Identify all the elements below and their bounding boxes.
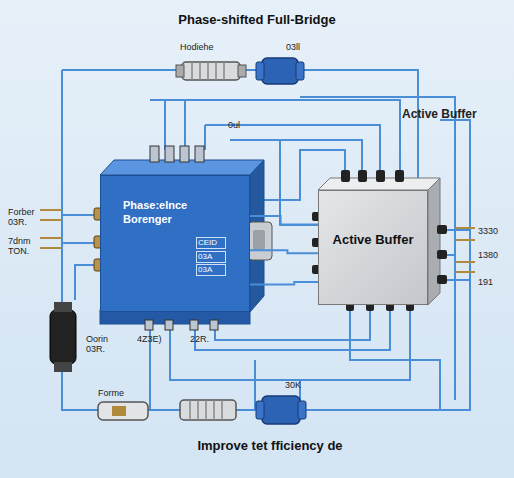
part-label: CEID — [196, 237, 226, 249]
wire-connector — [250, 216, 318, 224]
part-label: 03A — [196, 251, 226, 263]
part-label: 3330 — [478, 226, 512, 236]
fuse-symbol — [98, 402, 148, 420]
module-box: Phase:elnce Borenger — [100, 175, 250, 312]
wire-connector — [250, 282, 318, 285]
part-label: 03ll — [286, 42, 326, 52]
part-label: 1380 — [478, 250, 512, 260]
part-label: 0ul — [228, 120, 268, 130]
diagram-title: Phase-shifted Full-Bridge — [0, 12, 514, 27]
inductor-symbol — [180, 400, 236, 420]
part-label: 4Z3E) — [137, 334, 177, 344]
part-label: Forme — [98, 388, 138, 398]
buffer-box: Active Buffer — [318, 190, 428, 305]
part-label: Forber 03R. — [8, 207, 40, 227]
capacitor-symbol — [256, 58, 304, 84]
buffer-body — [312, 170, 447, 311]
node-text: Phase:elnce Borenger — [123, 198, 213, 226]
inductor-symbol — [50, 302, 76, 372]
part-label: 30K — [285, 380, 315, 390]
diagram-caption: Improve tet fficiency de — [180, 438, 360, 453]
part-label: 7dnm TON. — [8, 236, 40, 256]
part-label: 191 — [478, 277, 512, 287]
wire-connector — [250, 250, 318, 253]
capacitor-symbol — [256, 396, 306, 424]
part-label: Oorin 03R. — [86, 334, 120, 354]
part-label: 22R. — [190, 334, 220, 344]
node-text: Active Buffer — [329, 233, 417, 247]
part-label: Hodiehe — [180, 42, 240, 52]
module-body — [94, 146, 272, 330]
inductor-symbol — [176, 62, 246, 80]
part-label: Active Buffer — [402, 107, 512, 122]
part-label: 03A — [196, 264, 226, 276]
